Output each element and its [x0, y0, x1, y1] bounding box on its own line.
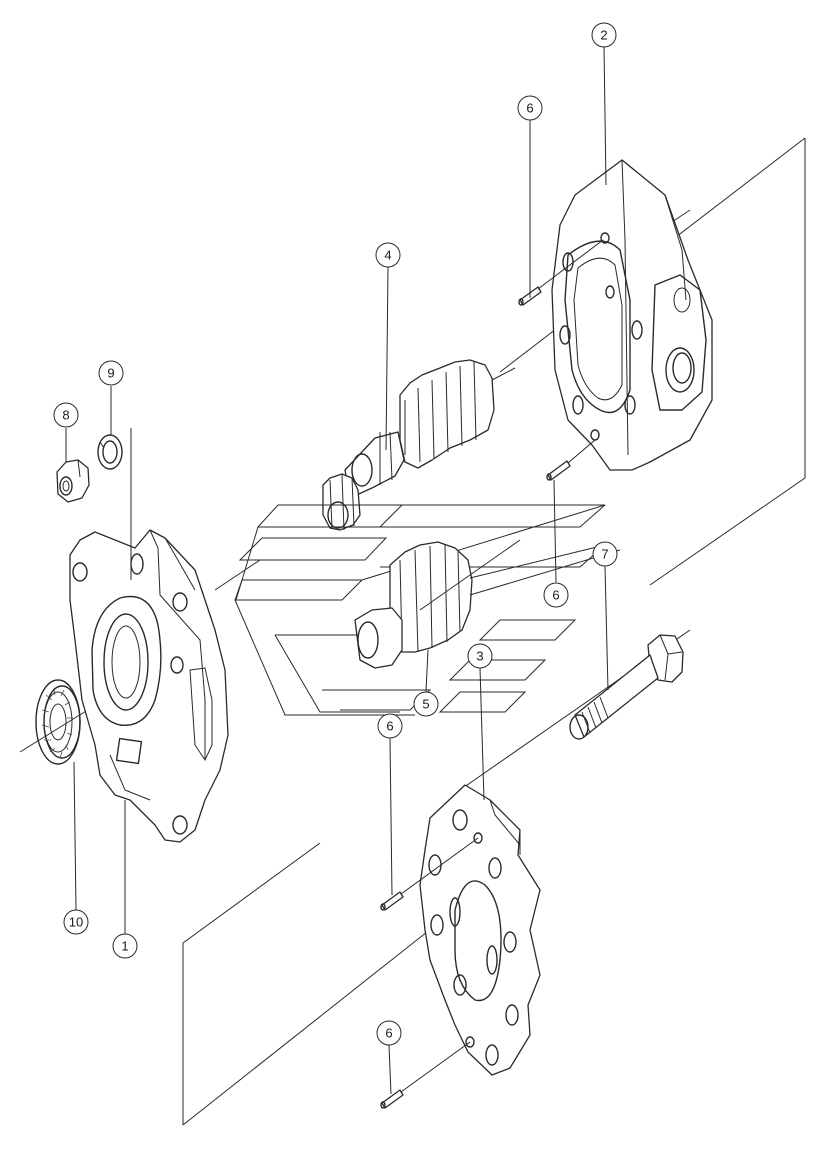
callout-9: 9: [98, 360, 124, 386]
callout-7: 7: [592, 541, 618, 567]
callout-6-lower: 6: [377, 713, 403, 739]
callout-8-label: 8: [62, 408, 69, 423]
callout-6-middle-label: 6: [552, 588, 559, 603]
front-cover-part: [69, 529, 229, 843]
callout-6-upper: 6: [517, 95, 543, 121]
leader-lines: [65, 46, 609, 1095]
callout-4-label: 4: [384, 248, 391, 263]
callout-2-label: 2: [600, 28, 607, 43]
callout-7-label: 7: [601, 547, 608, 562]
callout-10: 10: [63, 909, 89, 935]
callout-1-label: 1: [121, 939, 128, 954]
dowel-pin-middle: [546, 460, 571, 481]
rear-plate-part: [419, 784, 541, 1076]
callout-6-bottom-label: 6: [385, 1026, 392, 1041]
callout-4: 4: [375, 242, 401, 268]
callout-6-lower-label: 6: [386, 719, 393, 734]
callout-5: 5: [413, 691, 439, 717]
callout-8: 8: [53, 402, 79, 428]
callout-9-label: 9: [107, 366, 114, 381]
driven-gear-part: [354, 539, 621, 669]
pump-body-part: [551, 159, 713, 471]
dowel-pin-bottom: [380, 1089, 404, 1109]
callout-10-label: 10: [69, 915, 83, 930]
callout-3-label: 3: [476, 649, 483, 664]
callout-5-label: 5: [422, 697, 429, 712]
callout-6-bottom: 6: [376, 1020, 402, 1046]
callout-6-middle: 6: [543, 582, 569, 608]
callout-3: 3: [467, 643, 493, 669]
drive-gear-shaft-part: [322, 359, 516, 531]
callout-1: 1: [112, 933, 138, 959]
callout-2: 2: [591, 22, 617, 48]
bolt-part: [569, 634, 684, 740]
callout-6-upper-label: 6: [526, 101, 533, 116]
nut-part: [56, 459, 90, 503]
dowel-pin-lower: [380, 891, 404, 911]
washer-part: [97, 434, 123, 470]
oil-seal-part: [35, 679, 81, 765]
